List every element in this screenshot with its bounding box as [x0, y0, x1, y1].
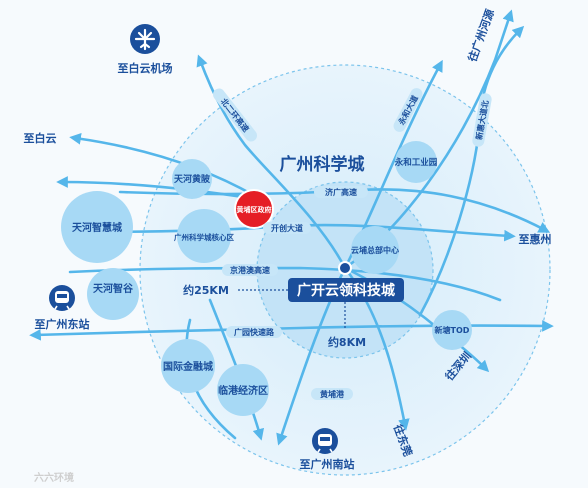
project-pin [338, 261, 352, 275]
area-yunpu-circle [351, 226, 399, 274]
area-tianhe-smart-circle [61, 191, 133, 263]
area-label-finance: 国际金融城 [163, 360, 213, 373]
area-huangpu-gov-circle [234, 189, 274, 229]
train-station-east-icon [49, 285, 75, 311]
distance-markers: 约25KM 约8KM [183, 283, 366, 349]
area-tianhe-huangpo-circle [172, 159, 212, 199]
dest-heyuan: 往广州河源 [465, 7, 497, 63]
road-label-huangpu-port: 黄埔港 [320, 389, 345, 399]
road-label-kaichuang: 开创大道 [271, 223, 303, 233]
area-finance-circle [161, 339, 215, 393]
project-marker: 广开云领科技城 [288, 261, 404, 302]
watermark-text: 六六环境 [34, 471, 74, 484]
area-yonghe-circle [395, 141, 437, 183]
road-label-jiguang: 济广高速 [325, 187, 357, 197]
area-label-yonghe: 永和工业园 [394, 157, 438, 168]
area-lingang-circle [217, 364, 269, 416]
dest-baiyun: 至白云 [24, 131, 57, 145]
area-xintang-circle [432, 310, 472, 350]
area-sci-core-circle [177, 209, 231, 263]
road-jingang [68, 266, 502, 302]
distance-25km: 约25KM [183, 283, 229, 297]
dest-baiyun-airport: 至白云机场 [118, 61, 173, 75]
project-name: 广开云领科技城 [297, 282, 395, 299]
road-label-pills [212, 88, 492, 400]
area-label-tianhe-huangpo: 天河黄陂 [174, 173, 211, 185]
project-label-box [288, 278, 404, 302]
area-label-xintang: 新塘TOD [435, 325, 470, 335]
area-label-tianhe-zhigu: 天河智谷 [93, 282, 134, 295]
train-station-south-icon [312, 428, 338, 454]
distance-8km: 约8KM [328, 335, 366, 349]
area-tianhe-zhigu-circle [87, 268, 139, 320]
dest-guangzhou-east: 至广州东站 [35, 317, 90, 331]
road-label-jingang: 京港澳高速 [230, 265, 270, 275]
road-label-guangyuan: 广园快速路 [234, 327, 275, 337]
airport-icon [130, 24, 160, 54]
area-label-tianhe-smart: 天河智慧城 [72, 221, 122, 234]
area-label-huangpu-gov: 黄埔区政府 [237, 205, 272, 214]
area-label-science-city: 广州科学城 [280, 154, 365, 175]
area-label-lingang: 临港经济区 [218, 384, 268, 397]
area-label-yunpu: 云埔总部中心 [351, 245, 399, 255]
dest-guangzhou-south: 至广州南站 [300, 457, 355, 471]
dest-huizhou: 至惠州 [519, 232, 552, 246]
area-label-sci-core: 广州科学城核心区 [174, 232, 234, 242]
area-bubbles [61, 141, 472, 416]
